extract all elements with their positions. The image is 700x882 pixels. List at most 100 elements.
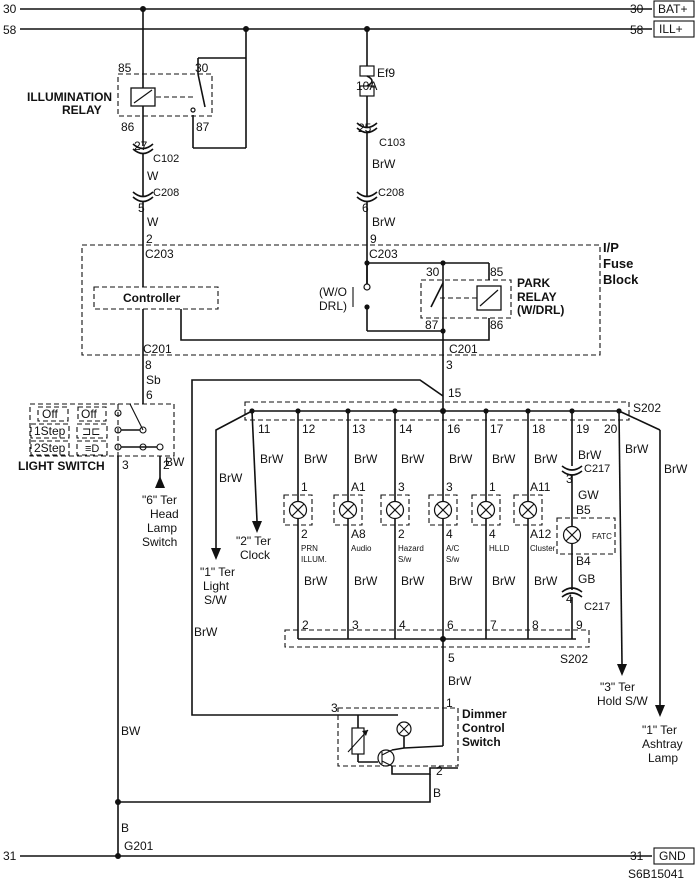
wire-sb: Sb (146, 373, 161, 387)
ground-point-name: G201 (124, 839, 154, 853)
hlld-bottom-pin: 7 (490, 618, 497, 632)
branch-20: 20 BrW BrW "3" Ter Hold S/W "1" Ter Asht… (574, 408, 688, 765)
park-relay-pin-86: 86 (490, 318, 504, 332)
cluster-top-pin: 18 (532, 422, 546, 436)
ter2-clock-line1: "2" Ter (236, 534, 271, 548)
illum-relay-label: ILLUMINATION (27, 90, 112, 104)
branch-20-wire-a: BrW (625, 442, 649, 456)
ac-wire: BrW (449, 452, 473, 466)
ip-fuse-block: I/P Fuse Block Controller (W/O DRL) 30 8… (81, 240, 639, 388)
light-switch-pin-3: 3 (122, 458, 129, 472)
light-switch-label: LIGHT SWITCH (18, 459, 105, 473)
switch-step-2: 2Step (34, 441, 66, 455)
c201-right-connector: C201 (449, 342, 478, 356)
ill-rail-right-pin: 58 (630, 23, 644, 37)
c102-pin: 27 (134, 139, 148, 153)
park-relay-pin-87: 87 (425, 318, 439, 332)
lamp-audio: 13 BrW A1 A8 Audio BrW 3 (333, 408, 378, 639)
svg-text:≡D: ≡D (85, 443, 99, 455)
fuse-block-title: I/P (603, 240, 619, 255)
cluster-bottom-pin: 8 (532, 618, 539, 632)
illum-relay-pin-30: 30 (195, 61, 209, 75)
prn-name-2: ILLUM. (301, 555, 327, 564)
branch-11: 11 BrW BrW "1" Ter Light S/W "2" Ter Clo… (194, 408, 284, 639)
prn-bottom-pin: 2 (302, 618, 309, 632)
fatc-lamp-icon (562, 525, 582, 545)
c208-left-connector: C208 (153, 187, 179, 199)
c217-bottom-pin: 4 (566, 592, 573, 606)
controller-box-label: Controller (123, 291, 181, 305)
ter1-light-line3: S/W (204, 593, 227, 607)
ac-wire-low: BrW (449, 574, 473, 588)
hazard-bottom-pin: 4 (399, 618, 406, 632)
hazard-wire-low: BrW (401, 574, 425, 588)
wire-w-1: W (147, 169, 159, 183)
ground-wire-b: B (121, 821, 129, 835)
c201-left-connector: C201 (143, 342, 172, 356)
audio-pin-a: A1 (351, 480, 366, 494)
park-relay-pin-30: 30 (426, 265, 440, 279)
ter6-line3: Lamp (147, 521, 177, 535)
c103-pin: 25 (358, 121, 372, 135)
audio-bottom-pin: 3 (352, 618, 359, 632)
branch-11-wire-b: BrW (219, 471, 243, 485)
dimmer-pin-3: 3 (331, 701, 338, 715)
ground-rail: BW B G201 31 31 GND (3, 724, 695, 865)
cluster-pin-b: A12 (530, 527, 552, 541)
hazard-top-pin: 14 (399, 422, 413, 436)
ill-rail: 58 58 ILL+ (3, 20, 695, 38)
fatc-wire-gw: GW (578, 488, 599, 502)
branch-11-pin: 11 (258, 422, 271, 436)
cluster-lamp-icon (518, 500, 538, 520)
park-relay-label-2: RELAY (517, 290, 557, 304)
figure-code: S6B15041 (628, 867, 684, 881)
ill-rail-left-pin: 58 (3, 23, 17, 37)
dimmer-label-2: Control (462, 721, 505, 735)
fatc-pin-b4: B4 (576, 554, 591, 568)
wo-drl-label-2: DRL) (319, 299, 347, 313)
c203-left-pin: 2 (146, 232, 153, 246)
s202-pin-15: 15 (448, 386, 462, 400)
c208-mid-connector: C208 (378, 187, 404, 199)
c208-left-pin: 5 (138, 201, 145, 215)
ac-top-pin: 16 (447, 422, 461, 436)
headlamp-icon: ≡D (76, 440, 108, 456)
c217-top-pin: 3 (566, 472, 573, 486)
left-branch: 27 C102 W 5 C208 W 2 C203 (132, 139, 179, 287)
hlld-top-pin: 17 (490, 422, 504, 436)
dimmer-wire-b: B (433, 786, 441, 800)
prn-top-pin: 12 (302, 422, 316, 436)
audio-lamp-icon (338, 500, 358, 520)
c208-mid-pin: 6 (362, 201, 369, 215)
fatc-name: FATC (592, 532, 612, 541)
ter3-hold-line1: "3" Ter (600, 680, 635, 694)
svg-text:⊐⊏: ⊐⊏ (82, 426, 100, 438)
dimmer-label: Dimmer (462, 707, 507, 721)
c217-top-connector: C217 (584, 463, 610, 475)
ter1-ashtray-line3: Lamp (648, 751, 678, 765)
lamp-cluster: 18 BrW A11 A12 Cluster BrW 8 (513, 408, 558, 639)
fatc-wire-top: BrW (578, 448, 602, 462)
illumination-relay: 85 30 86 87 ILLUMINATION RELAY (27, 9, 247, 149)
cluster-pin-a: A11 (530, 480, 551, 494)
hlld-lamp-icon (476, 500, 496, 520)
bat-rail: 30 30 BAT+ (3, 0, 695, 18)
fatc-wire-gb: GB (578, 572, 595, 586)
audio-top-pin: 13 (352, 422, 366, 436)
cluster-wire-low: BrW (534, 574, 558, 588)
hazard-name: Hazard (398, 544, 424, 553)
illum-relay-pin-87: 87 (196, 120, 210, 134)
ter1-light-line1: "1" Ter (200, 565, 235, 579)
bat-rail-left-pin: 30 (3, 2, 17, 16)
dimmer-pin-2: 2 (436, 764, 443, 778)
fuse-name: Ef9 (377, 66, 395, 80)
ter1-ashtray-line2: Ashtray (642, 737, 683, 751)
lamp-ac: 16 BrW 3 4 A/C S/w BrW 6 (428, 411, 473, 639)
c203-mid-pin: 9 (370, 232, 377, 246)
fatc-bottom-pin: 9 (576, 618, 583, 632)
ground-wire-bw: BW (121, 724, 141, 738)
wo-drl-label: (W/O (319, 285, 347, 299)
audio-wire-low: BrW (354, 574, 378, 588)
wire-brw-1: BrW (372, 157, 396, 171)
switch-step-1: 1Step (34, 424, 66, 438)
